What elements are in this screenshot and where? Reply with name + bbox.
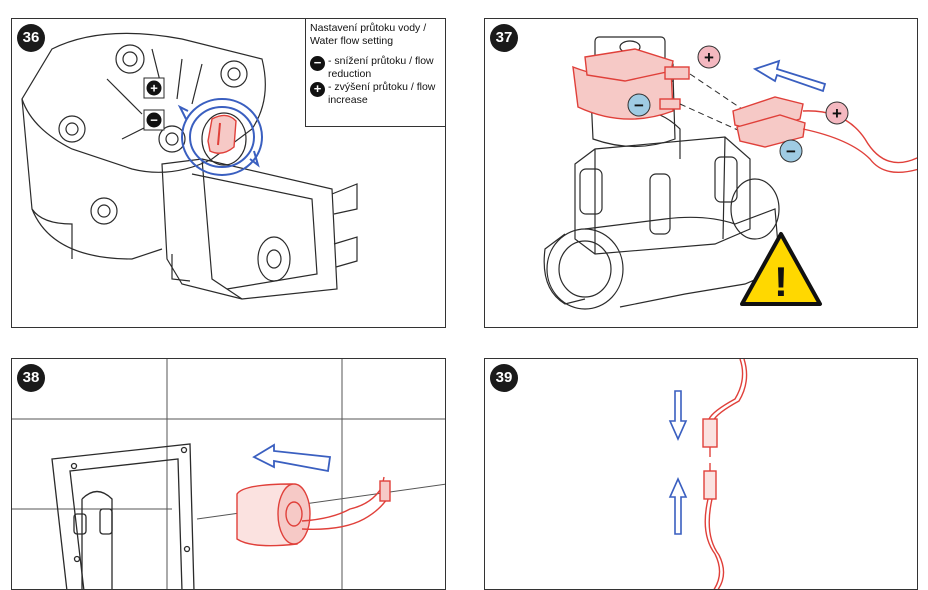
legend-row-increase: + - zvýšení průtoku / flow increase	[310, 81, 444, 106]
step-number-badge: 39	[490, 364, 518, 392]
plus-icon: +	[310, 82, 325, 97]
panel-37-connect-solenoid: + − + − ! 37	[484, 18, 918, 328]
legend-reduction-text: - snížení průtoku / flow reduction	[328, 55, 434, 80]
plus-icon: +	[832, 104, 842, 123]
step-number-badge: 36	[17, 24, 45, 52]
step-number-badge: 38	[17, 364, 45, 392]
battery-insertion-illustration	[12, 359, 445, 589]
flow-setting-legend: Nastavení průtoku vody / Water flow sett…	[305, 19, 445, 127]
plus-icon: +	[704, 48, 714, 67]
valve-flow-illustration: + −	[21, 32, 358, 300]
cable-connection-illustration	[668, 359, 748, 589]
legend-title: Nastavení průtoku vody / Water flow sett…	[310, 22, 427, 47]
minus-icon: −	[310, 56, 325, 71]
panel-36-flow-setting: + − 36 Nastavení průtoku vody / Water fl…	[11, 18, 446, 328]
step-number-badge: 37	[490, 24, 518, 52]
warning-icon	[740, 232, 822, 306]
plus-icon: +	[150, 81, 158, 96]
panel-38-insert-battery: 38	[11, 358, 446, 590]
solenoid-wiring-illustration: + − + − !	[543, 36, 917, 310]
minus-icon: −	[634, 96, 644, 115]
svg-text:!: !	[774, 258, 788, 305]
minus-icon: −	[150, 113, 158, 128]
legend-row-reduction: − - snížení průtoku / flow reduction	[310, 55, 444, 80]
legend-increase-text: - zvýšení průtoku / flow increase	[328, 81, 436, 106]
minus-icon: −	[786, 142, 796, 161]
panel-39-join-cables: 39	[484, 358, 918, 590]
